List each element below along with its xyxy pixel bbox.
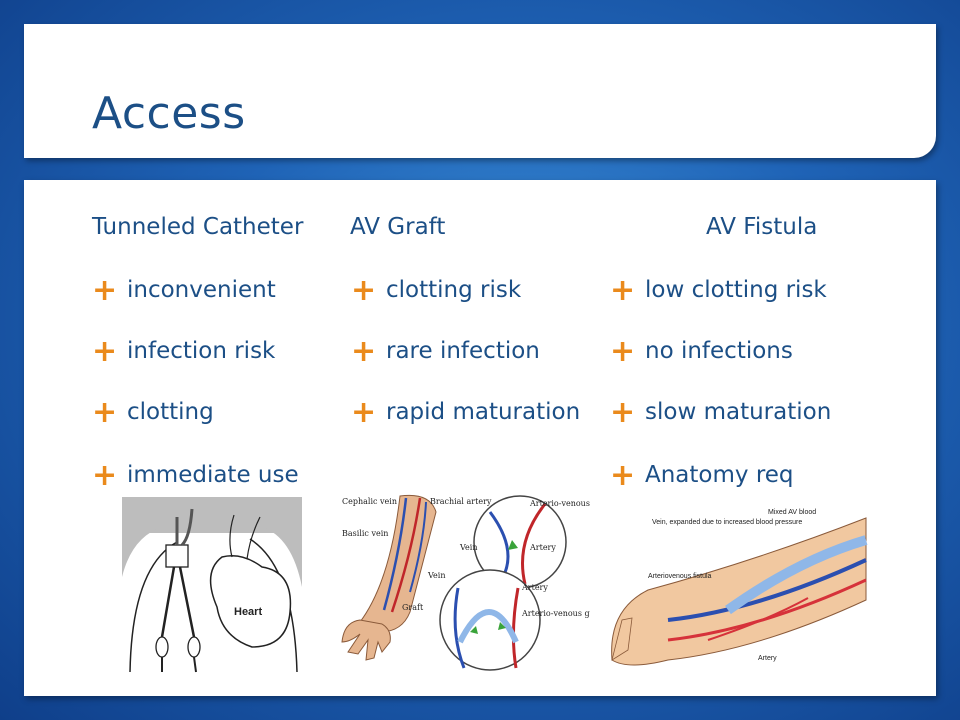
- catheter-illustration: Heart: [122, 497, 302, 673]
- bullet-text: infection risk: [127, 338, 276, 364]
- bullet-text: clotting risk: [386, 277, 522, 303]
- graft-label: Cephalic vein: [342, 497, 397, 506]
- bullet-text: clotting: [127, 399, 214, 425]
- bullet-text: immediate use: [127, 462, 299, 488]
- heart-label: Heart: [234, 606, 262, 618]
- bullet-text: low clotting risk: [645, 277, 827, 303]
- bullet-text: Anatomy req: [645, 462, 794, 488]
- plus-icon: +: [610, 458, 636, 493]
- column-heading-fistula: AV Fistula: [706, 214, 818, 240]
- fistula-label: Mixed AV blood: [768, 509, 816, 516]
- fistula-illustration: Vein, expanded due to increased blood pr…: [611, 509, 868, 666]
- slide-title: Access: [92, 88, 246, 139]
- plus-icon: +: [92, 273, 118, 308]
- column-heading-catheter: Tunneled Catheter: [92, 214, 304, 240]
- plus-icon: +: [610, 334, 636, 369]
- graft-label: Brachial artery: [430, 497, 492, 506]
- graft-label: Artery: [529, 543, 556, 552]
- plus-icon: +: [92, 395, 118, 430]
- fistula-label: Artery: [758, 655, 777, 662]
- plus-icon: +: [92, 458, 118, 493]
- graft-label: Basilic vein: [342, 529, 388, 538]
- bullet-text: inconvenient: [127, 277, 276, 303]
- bullet-text: rapid maturation: [386, 399, 581, 425]
- graft-label: Vein: [427, 571, 446, 580]
- plus-icon: +: [610, 273, 636, 308]
- bullet-text: slow maturation: [645, 399, 832, 425]
- graft-illustration: Cephalic vein Brachial artery Basilic ve…: [341, 494, 590, 671]
- plus-icon: +: [351, 334, 377, 369]
- plus-icon: +: [351, 395, 377, 430]
- plus-icon: +: [92, 334, 118, 369]
- fistula-label: Arteriovenous fistula: [648, 573, 712, 580]
- graft-label: Vein: [459, 543, 478, 552]
- plus-icon: +: [610, 395, 636, 430]
- bullet-text: rare infection: [386, 338, 540, 364]
- graft-label: Arterio-venous graft: [521, 609, 590, 618]
- graft-label: Graft: [402, 603, 424, 612]
- graft-label: Arterio-venous anastomosis: [529, 499, 590, 508]
- bullet-text: no infections: [645, 338, 793, 364]
- column-heading-graft: AV Graft: [350, 214, 446, 240]
- title-panel: [24, 24, 936, 158]
- graft-label: Artery: [521, 583, 548, 592]
- fistula-label: Vein, expanded due to increased blood pr…: [652, 519, 802, 526]
- plus-icon: +: [351, 273, 377, 308]
